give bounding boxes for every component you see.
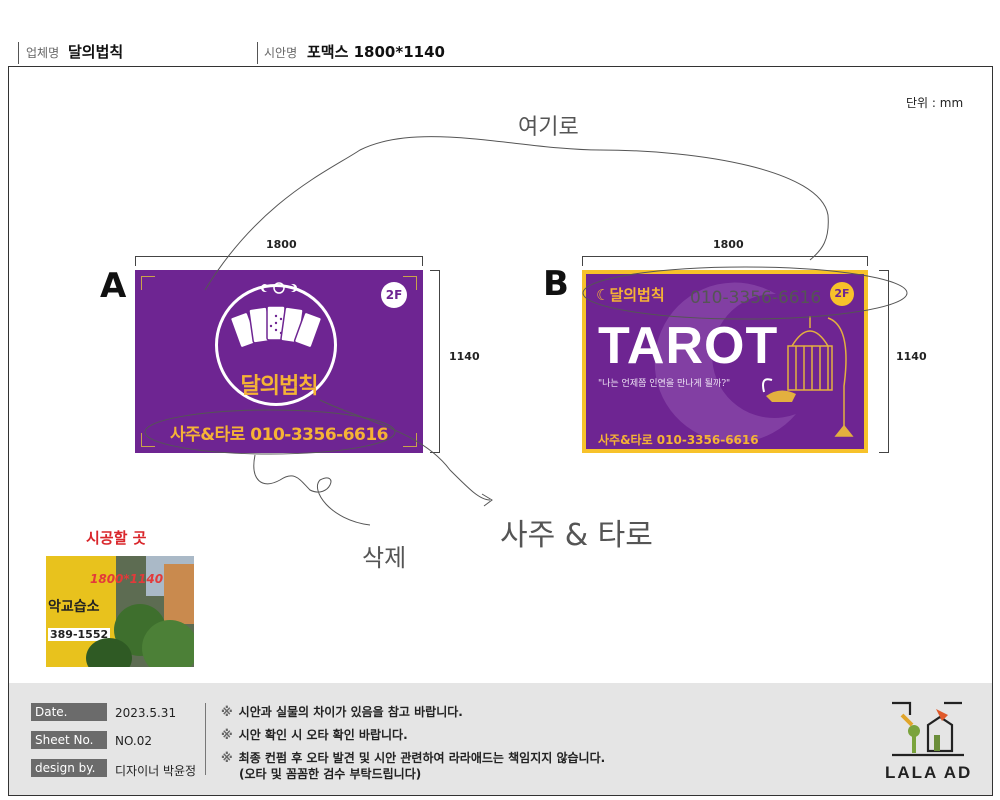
design-name: 포맥스 1800*1140 — [307, 43, 445, 61]
sign-phone-line: 사주&타로 010-3356-6616 — [169, 425, 389, 445]
company-label: 업체명 — [26, 46, 60, 60]
footer-separator — [205, 703, 206, 775]
footer-panel: Date. 2023.5.31 Sheet No. NO.02 design b… — [9, 683, 992, 795]
header-separator — [257, 42, 258, 64]
photo-plant — [86, 638, 132, 667]
variant-b-width-label: 1800 — [713, 238, 744, 251]
moon-swirl-icon — [654, 282, 796, 443]
variant-a-height-label: 1140 — [449, 350, 480, 363]
variant-b-height-label: 1140 — [896, 350, 927, 363]
lala-ad-logo-icon — [892, 701, 964, 757]
floor-badge: 2F — [381, 282, 407, 308]
crescent-icon: ☾ — [596, 286, 610, 304]
footer-note-sub: (오타 및 꼼꼼한 검수 부탁드립니다) — [239, 767, 422, 781]
sheet-frame — [8, 66, 993, 796]
unit-note: 단위 : mm — [906, 96, 964, 110]
design-label: 시안명 — [264, 46, 298, 60]
variant-b-width-dimension — [582, 256, 868, 266]
variant-b-letter: B — [543, 264, 569, 304]
sign-logo-text: ☾달의법칙 — [596, 284, 665, 305]
designer-value: 디자이너 박윤정 — [115, 764, 197, 778]
photo-size-label: 1800*1140 — [90, 572, 164, 586]
photo-plant — [142, 620, 194, 667]
install-site-title: 시공할 곳 — [86, 529, 147, 547]
variant-b-sign: ☾달의법칙 2F TAROT "나는 언제쯤 인연을 만나게 될까?" 사주&타… — [582, 270, 868, 453]
birdcage-lamp-icon — [762, 316, 854, 437]
header-separator — [18, 42, 19, 64]
photo-phone-sign: 389-1552 — [48, 628, 111, 641]
footer-note-text: 시안과 실물의 차이가 있음을 참고 바랍니다. — [238, 705, 463, 719]
brand-text: LALA AD — [885, 763, 973, 782]
note-mark: ※ — [221, 705, 233, 719]
footer-note-text: 최종 컨펌 후 오타 발견 및 시안 관련하여 라라애드는 책임지지 않습니다. — [238, 751, 606, 765]
sign-phone-line: 사주&타로 010-3356-6616 — [598, 433, 759, 447]
sign-logo-label: 달의법칙 — [609, 286, 665, 304]
company-name: 달의법칙 — [68, 43, 124, 61]
photo-shop-sign: 악교습소 — [48, 599, 100, 615]
variant-a-width-dimension — [135, 256, 423, 266]
variant-a-letter: A — [100, 266, 127, 306]
variant-a-sign: 2F 달의법칙 사주&타로 010-3356-6616 — [135, 270, 423, 453]
footer-note-text: 시안 확인 시 오타 확인 바랍니다. — [238, 728, 408, 742]
install-site-photo: 악교습소 389-1552 1800*1140 — [46, 556, 194, 667]
date-value: 2023.5.31 — [115, 706, 177, 720]
footer-note: ※ 시안 확인 시 오타 확인 바랍니다. — [221, 726, 408, 743]
date-tag: Date. — [31, 703, 107, 721]
designer-tag: design by. — [31, 759, 107, 777]
corner-ornament — [141, 276, 155, 290]
tarot-cards-icon — [231, 305, 321, 349]
floor-badge: 2F — [830, 282, 854, 306]
variant-b-height-dimension — [879, 270, 889, 453]
sheet-value: NO.02 — [115, 734, 153, 748]
sign-headline: TAROT — [598, 317, 779, 375]
variant-a-width-label: 1800 — [266, 238, 297, 251]
sign-logo-text: 달의법칙 — [240, 374, 319, 399]
footer-note: ※ 최종 컨펌 후 오타 발견 및 시안 관련하여 라라애드는 책임지지 않습니다… — [221, 749, 605, 766]
variant-a-height-dimension — [430, 270, 440, 453]
footer-note: ※ 시안과 실물의 차이가 있음을 참고 바랍니다. — [221, 703, 463, 720]
document-header: 업체명 달의법칙 시안명 포맥스 1800*1140 — [0, 38, 1000, 66]
photo-building — [164, 564, 194, 624]
sheet-tag: Sheet No. — [31, 731, 107, 749]
note-mark: ※ — [221, 728, 233, 742]
note-mark: ※ — [221, 751, 233, 765]
sign-slogan: "나는 언제쯤 인연을 만나게 될까?" — [598, 379, 731, 389]
